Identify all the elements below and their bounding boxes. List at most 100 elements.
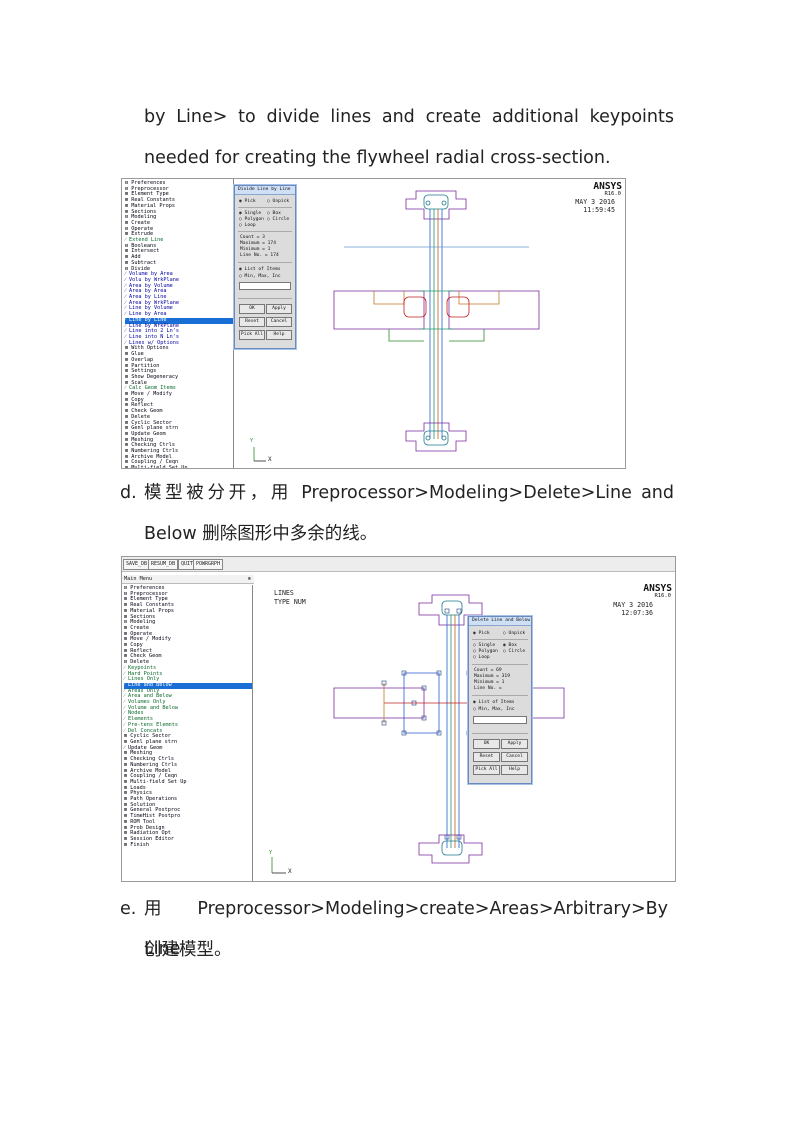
powrgrph-button[interactable]: POWRGRPH xyxy=(193,559,224,570)
menu-tree-item[interactable]: ⁄ Lines w/ Options xyxy=(125,339,179,346)
radio-min-max-inc[interactable]: ○ Min, Max, Inc xyxy=(473,707,515,712)
menu-tree-item[interactable]: ⁄ Area by Area xyxy=(125,288,167,295)
menu-tree-item[interactable]: ⊞ Show Degeneracy xyxy=(125,373,179,380)
menu-tree-item[interactable]: ⊞ Cyclic Sector xyxy=(124,733,171,740)
menu-tree-item[interactable]: ⁄ Line by Line xyxy=(125,317,233,324)
menu-tree-item[interactable]: ⊞ Element Type xyxy=(125,191,169,198)
help-button[interactable]: Help xyxy=(501,765,528,775)
menu-tree-item[interactable]: ⊞ Delete xyxy=(125,413,150,420)
radio-unpick[interactable]: ○ Unpick xyxy=(267,199,290,204)
menu-tree-item[interactable]: ⁄ Volume by Area xyxy=(125,271,173,278)
radio-list-of-items[interactable]: ◉ List of Items xyxy=(239,267,281,272)
menu-tree-item[interactable]: ⊞ Path Operations xyxy=(124,796,178,803)
menu-tree-item[interactable]: ⊞ Reflect xyxy=(125,402,154,409)
menu-tree-item[interactable]: ⊞ Checking Ctrls xyxy=(125,442,175,449)
menu-tree-item[interactable]: ⁄ Pre-tens Elemnts xyxy=(124,721,178,728)
menu-tree-item[interactable]: ⊞ Numbering Ctrls xyxy=(124,761,178,768)
save-db-button[interactable]: SAVE_DB xyxy=(123,559,151,570)
menu-tree-item[interactable]: ⊞ TimeHist Postpro xyxy=(124,813,181,820)
menu-tree-item[interactable]: ⁄ Line by WrkPlane xyxy=(125,322,179,329)
menu-tree-item[interactable]: ⁄ Extend Line xyxy=(125,237,164,244)
menu-tree-item[interactable]: ⊞ Meshing xyxy=(124,750,153,757)
menu-tree-item[interactable]: ⁄ Volumes Only xyxy=(124,699,166,706)
menu-tree-item[interactable]: ⊞ Subtract xyxy=(125,259,157,266)
menu-tree-item[interactable]: ⊞ Loads xyxy=(124,784,146,791)
menu-tree-item[interactable]: ⁄ Volume and Below xyxy=(124,704,178,711)
menu-tree-item[interactable]: ⁄ Lines Only xyxy=(124,676,160,683)
ok-button[interactable]: OK xyxy=(473,739,500,749)
menu-tree-item[interactable]: ⊞ Coupling / Ceqn xyxy=(124,773,178,780)
menu-tree-item[interactable]: ⊟ Operate xyxy=(125,225,154,232)
menu-tree-item[interactable]: ⊞ Checking Ctrls xyxy=(124,756,174,763)
menu-tree-item[interactable]: ⊞ Numbering Ctrls xyxy=(125,448,179,455)
menu-tree-item[interactable]: ⁄ Elements xyxy=(124,716,153,723)
radio-list-of-items[interactable]: ◉ List of Items xyxy=(473,700,515,705)
radio-box[interactable]: ◉ Box xyxy=(503,643,517,648)
menu-tree-item[interactable]: ⊞ Multi-field Set Up xyxy=(124,778,187,785)
menu-tree-item[interactable]: ⊞ Check Geom xyxy=(125,408,163,415)
menu-tree-item[interactable]: ⊞ Scale xyxy=(125,379,147,386)
items-input[interactable] xyxy=(473,716,527,724)
menu-tree-item[interactable]: ⊞ Material Props xyxy=(124,607,174,614)
menu-tree-item[interactable]: ⁄ Area by WrkPlane xyxy=(125,299,179,306)
menu-tree-item[interactable]: ⊞ Operate xyxy=(124,630,153,637)
menu-tree-item[interactable]: ⊞ Reflect xyxy=(124,647,153,654)
menu-tree-item[interactable]: ⊞ Check Geom xyxy=(124,653,162,660)
menu-tree-item[interactable]: ⊞ Copy xyxy=(124,642,143,649)
menu-tree-item[interactable]: ⊟ Booleans xyxy=(125,242,157,249)
menu-tree-item[interactable]: ⊞ Sections xyxy=(125,208,157,215)
menu-tree-item[interactable]: ⁄ Line into 2 Ln's xyxy=(125,328,179,335)
cancel-button[interactable]: Cancel xyxy=(266,317,292,327)
menu-tree-item[interactable]: ⊟ Preprocessor xyxy=(125,185,169,192)
menu-tree-item[interactable]: ⁄ Area by Volume xyxy=(125,282,173,289)
radio-single[interactable]: ◉ Single xyxy=(239,211,262,216)
menu-tree-item[interactable]: ⁄ Del Concats xyxy=(124,727,163,734)
menu-tree-item[interactable]: ⊞ Real Constants xyxy=(125,197,175,204)
menu-tree-item[interactable]: ⊞ Genl plane strn xyxy=(125,425,179,432)
menu-tree-item[interactable]: ⊞ Archive Model xyxy=(124,767,171,774)
menu-tree-item[interactable]: ⁄ Volu by WrkPlane xyxy=(125,276,179,283)
radio-loop[interactable]: ○ Loop xyxy=(239,223,256,228)
menu-tree-item[interactable]: ⊞ Meshing xyxy=(125,436,154,443)
menu-tree-item[interactable]: ⁄ Area and Below xyxy=(124,693,172,700)
menu-tree-item[interactable]: ⊞ ROM Tool xyxy=(124,818,156,825)
radio-polygon[interactable]: ○ Polygon xyxy=(473,649,498,654)
menu-tree-item[interactable]: ⊞ Move / Modify xyxy=(124,636,171,643)
radio-pick[interactable]: ◉ Pick xyxy=(473,631,490,636)
menu-tree-item[interactable]: ⊞ Physics xyxy=(124,790,153,797)
menu-tree-item[interactable]: ⁄ Calc Geom Items xyxy=(125,385,176,392)
menu-tree-item[interactable]: ⊞ Settings xyxy=(125,368,157,375)
resum-db-button[interactable]: RESUM_DB xyxy=(148,559,179,570)
menu-tree-item[interactable]: ⊞ Material Props xyxy=(125,202,175,209)
radio-single[interactable]: ○ Single xyxy=(473,643,496,648)
menu-tree-item[interactable]: ⊟ Divide xyxy=(125,265,150,272)
radio-pick[interactable]: ◉ Pick xyxy=(239,199,256,204)
radio-unpick[interactable]: ○ Unpick xyxy=(503,631,526,636)
menu-tree-item[interactable]: ⊞ With Options xyxy=(125,345,169,352)
divide-line-dialog[interactable]: Divide Line by Line ◉ Pick ○ Unpick ◉ Si… xyxy=(234,185,296,349)
radio-loop[interactable]: ○ Loop xyxy=(473,655,490,660)
menu-tree-item[interactable]: ⁄ Hard Points xyxy=(124,670,163,677)
menu-tree-item[interactable]: ⁄ Line and Below xyxy=(124,682,252,689)
menu-tree-item[interactable]: ⊟ Delete xyxy=(124,659,149,666)
items-input[interactable] xyxy=(239,282,291,290)
menu-tree-item[interactable]: ⊞ Sections xyxy=(124,613,156,620)
menu-tree-item[interactable]: ⊞ Move / Modify xyxy=(125,391,172,398)
menu-tree-item[interactable]: ⁄ Line by Volume xyxy=(125,305,173,312)
menu-tree-item[interactable]: ⊞ Finish xyxy=(124,841,149,848)
menu-tree-item[interactable]: ⊞ Cyclic Sector xyxy=(125,419,172,426)
radio-circle[interactable]: ○ Circle xyxy=(267,217,290,222)
menu-tree-item[interactable]: ⊞ Add xyxy=(125,254,141,261)
menu-tree-item[interactable]: ⁄ Line by Area xyxy=(125,311,167,318)
menu-tree-item[interactable]: ⊞ Radiation Opt xyxy=(124,830,171,837)
radio-min-max-inc[interactable]: ○ Min, Max, Inc xyxy=(239,274,281,279)
apply-button[interactable]: Apply xyxy=(501,739,528,749)
radio-circle[interactable]: ○ Circle xyxy=(503,649,526,654)
menu-tree-item[interactable]: ⁄ Areas Only xyxy=(124,687,160,694)
menu-tree-item[interactable]: ⊞ Copy xyxy=(125,396,144,403)
menu-tree-item[interactable]: ⊞ Session Editor xyxy=(124,835,174,842)
menu-tree-item[interactable]: ⊞ Coupling / Ceqn xyxy=(125,459,179,466)
menu-tree-item[interactable]: ⊟ Preferences xyxy=(124,585,165,591)
menu-tree-item[interactable]: ⁄ Line into N Ln's xyxy=(125,333,179,340)
main-menu-tree[interactable]: ⊟ Preferences⊟ Preprocessor ⊞ Element Ty… xyxy=(122,585,253,881)
